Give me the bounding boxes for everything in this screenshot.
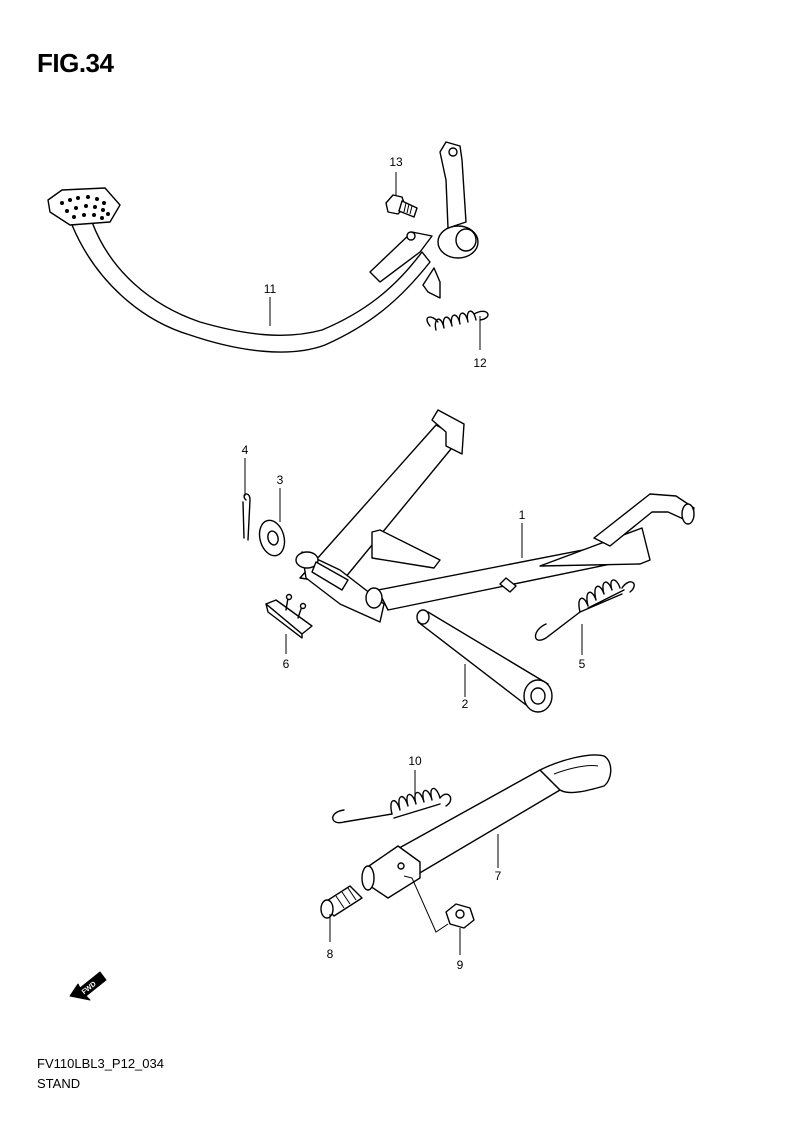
part-11-brake-pedal [47,141,489,353]
callout-11: 11 [264,282,277,296]
part-9-nut [445,903,475,929]
callout-9: 9 [457,958,464,972]
figure-title: FIG.34 [37,48,114,78]
pedal-tread-icon [60,195,110,220]
part-3-washer [258,519,286,557]
part-8-bolt [320,885,363,919]
callout-8: 8 [327,947,334,961]
callout-5: 5 [579,657,586,671]
callout-4: 4 [242,443,249,457]
callout-3: 3 [277,473,284,487]
callout-10: 10 [408,754,422,768]
callout-12: 12 [473,356,487,370]
part-6-stopper [265,593,313,639]
callout-2: 2 [462,697,469,711]
part-13-bolt [385,194,418,218]
part-2-stand-shaft [416,609,553,713]
callout-labels: 13 11 12 4 3 1 5 6 2 10 7 8 9 [242,155,586,972]
part-5-spring [534,579,635,641]
callout-6: 6 [283,657,290,671]
part-12-spring [426,310,489,331]
callout-1: 1 [519,508,526,522]
diagram-name: STAND [37,1076,81,1091]
diagram-code: FV110LBL3_P12_034 [37,1056,164,1071]
callout-13: 13 [389,155,403,169]
part-10-spring [332,787,452,824]
callout-7: 7 [495,869,502,883]
part-1-center-stand [295,409,695,623]
fwd-arrow-icon: FWD [69,971,107,1001]
leader-lines [244,172,583,955]
part-4-cotter-pin [242,493,251,541]
part-7-side-stand [361,754,612,899]
